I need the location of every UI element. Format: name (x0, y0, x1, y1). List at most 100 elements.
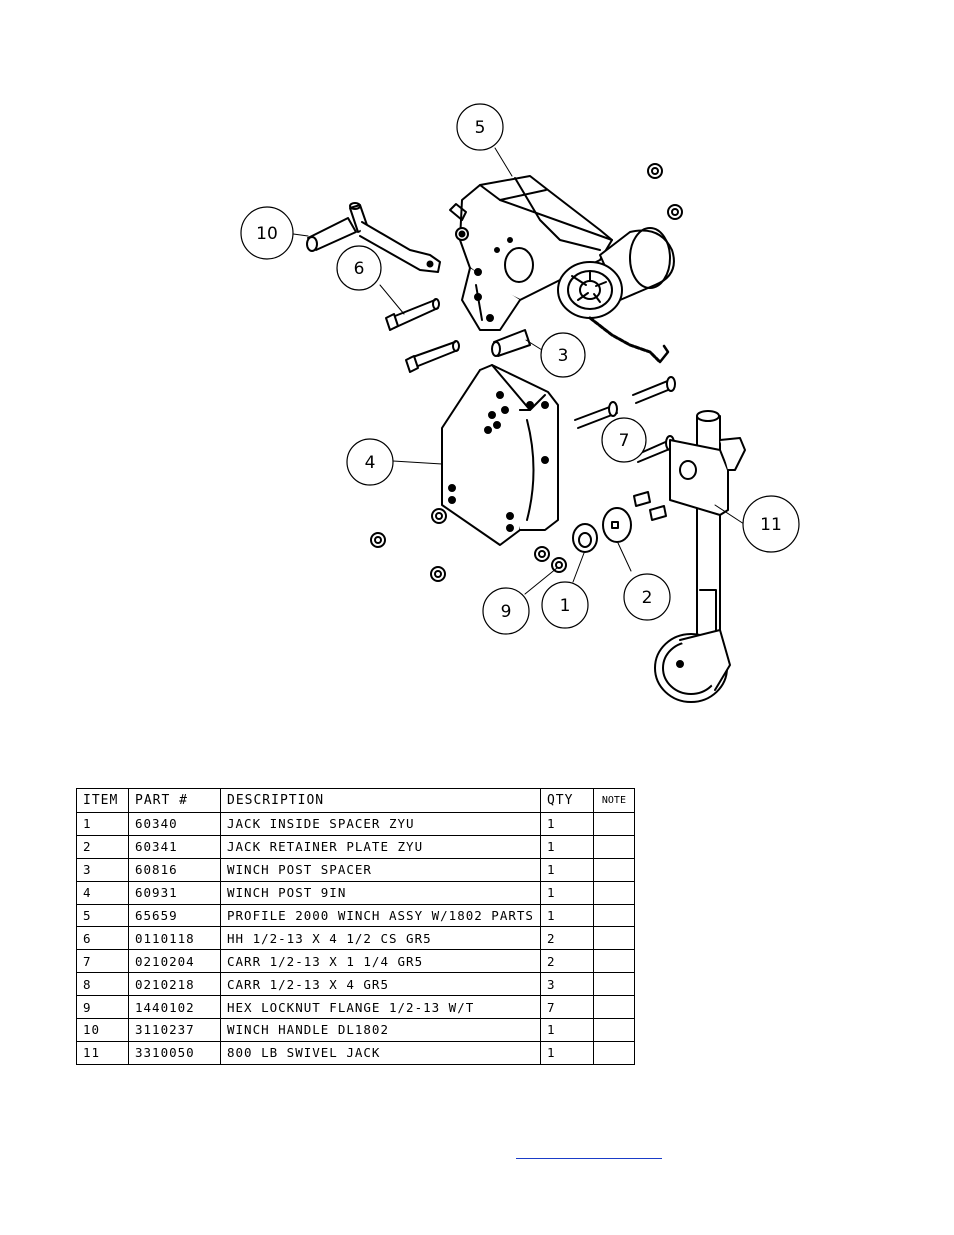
cell-item: 7 (76, 949, 129, 974)
callout-bubble: 5 (456, 103, 504, 151)
cell-item: 9 (76, 995, 129, 1020)
table-row: 10 3110237 WINCH HANDLE DL1802 1 (76, 1018, 635, 1042)
table-row: 2 60341 JACK RETAINER PLATE ZYU 1 (76, 834, 635, 859)
header-note: NOTE (592, 788, 635, 813)
cell-part: 60816 (128, 857, 221, 882)
table-row: 4 60931 WINCH POST 9IN 1 (76, 880, 635, 905)
callout-5-label: 5 (475, 118, 486, 138)
winch-post-spacer-part (491, 329, 531, 357)
cell-qty: 2 (539, 926, 594, 951)
jack-retainer-plate-part (602, 507, 632, 543)
cell-part: 3310050 (128, 1040, 221, 1065)
cell-item: 10 (76, 1018, 129, 1042)
callout-4-label: 4 (365, 453, 376, 473)
callout-10-label: 10 (256, 224, 278, 244)
hyperlink-underline[interactable] (516, 1158, 662, 1159)
cell-description: WINCH HANDLE DL1802 (220, 1018, 541, 1042)
cell-item: 8 (76, 972, 129, 997)
callout-6-label: 6 (354, 259, 365, 279)
cell-part: 60340 (128, 812, 221, 836)
winch-assembly-part (449, 175, 675, 364)
cell-part: 0210218 (128, 972, 221, 997)
cell-part: 0210204 (128, 949, 221, 974)
cell-qty: 1 (539, 1018, 594, 1042)
cell-part: 60931 (128, 880, 221, 905)
header-part: PART # (128, 788, 221, 813)
table-row: 8 0210218 CARR 1/2-13 X 4 GR5 3 (76, 972, 635, 997)
callout-2-label: 2 (642, 588, 653, 608)
cell-item: 2 (76, 834, 129, 859)
cell-description: WINCH POST SPACER (220, 857, 541, 882)
callout-bubble: 3 (540, 332, 586, 378)
cell-note (592, 972, 635, 997)
callout-11-label: 11 (760, 515, 782, 535)
cell-description: JACK INSIDE SPACER ZYU (220, 812, 541, 836)
cell-qty: 1 (539, 1040, 594, 1065)
cell-description: WINCH POST 9IN (220, 880, 541, 905)
cell-description: PROFILE 2000 WINCH ASSY W/1802 PARTS (220, 903, 541, 928)
carriage-bolt-part (574, 376, 676, 521)
callout-7-label: 7 (619, 431, 630, 451)
cell-note (592, 1040, 635, 1065)
cell-item: 3 (76, 857, 129, 882)
cell-description: JACK RETAINER PLATE ZYU (220, 834, 541, 859)
cell-part: 65659 (128, 903, 221, 928)
cell-description: HH 1/2-13 X 4 1/2 CS GR5 (220, 926, 541, 951)
cell-qty: 1 (539, 880, 594, 905)
header-description: DESCRIPTION (220, 788, 541, 813)
winch-post-part (441, 364, 559, 546)
callout-bubble: 11 (742, 495, 800, 553)
cell-part: 3110237 (128, 1018, 221, 1042)
table-row: 9 1440102 HEX LOCKNUT FLANGE 1/2-13 W/T … (76, 995, 635, 1020)
cell-part: 1440102 (128, 995, 221, 1020)
callout-bubble: 7 (601, 417, 647, 463)
cell-item: 6 (76, 926, 129, 951)
cell-description: CARR 1/2-13 X 1 1/4 GR5 (220, 949, 541, 974)
cell-qty: 3 (539, 972, 594, 997)
cell-note (592, 812, 635, 836)
locknut-part (647, 163, 683, 220)
cell-item: 4 (76, 880, 129, 905)
cell-note (592, 903, 635, 928)
cell-qty: 1 (539, 857, 594, 882)
cell-description: 800 LB SWIVEL JACK (220, 1040, 541, 1065)
callout-bubble: 6 (336, 245, 382, 291)
cell-part: 0110118 (128, 926, 221, 951)
cell-qty: 7 (539, 995, 594, 1020)
table-row: 5 65659 PROFILE 2000 WINCH ASSY W/1802 P… (76, 903, 635, 928)
bill-of-materials-table: ITEM PART # DESCRIPTION QTY NOTE 1 60340… (76, 788, 635, 1065)
winch-handle-part (306, 202, 441, 273)
locknut-part (370, 508, 567, 582)
cell-item: 5 (76, 903, 129, 928)
cell-note (592, 857, 635, 882)
cell-qty: 2 (539, 949, 594, 974)
table-row: 11 3310050 800 LB SWIVEL JACK 1 (76, 1040, 635, 1065)
cell-part: 60341 (128, 834, 221, 859)
cell-qty: 1 (539, 812, 594, 836)
callout-3-label: 3 (558, 346, 569, 366)
table-header-row: ITEM PART # DESCRIPTION QTY NOTE (76, 788, 635, 813)
swivel-jack-part (654, 410, 746, 703)
header-item: ITEM (76, 788, 129, 813)
jack-spacer-part (572, 523, 598, 553)
table-row: 7 0210204 CARR 1/2-13 X 1 1/4 GR5 2 (76, 949, 635, 974)
cell-note (592, 834, 635, 859)
table-row: 3 60816 WINCH POST SPACER 1 (76, 857, 635, 882)
callout-bubble: 2 (623, 573, 671, 621)
callout-bubble: 1 (541, 581, 589, 629)
cell-description: HEX LOCKNUT FLANGE 1/2-13 W/T (220, 995, 541, 1020)
cell-note (592, 880, 635, 905)
cell-note (592, 995, 635, 1020)
hex-bolt-part (385, 298, 460, 373)
cell-note (592, 1018, 635, 1042)
cell-item: 11 (76, 1040, 129, 1065)
cell-note (592, 949, 635, 974)
table-row: 6 0110118 HH 1/2-13 X 4 1/2 CS GR5 2 (76, 926, 635, 951)
header-qty: QTY (539, 788, 594, 813)
cell-note (592, 926, 635, 951)
callout-bubble: 4 (346, 438, 394, 486)
callout-9-label: 9 (501, 602, 512, 622)
cell-item: 1 (76, 812, 129, 836)
table-row: 1 60340 JACK INSIDE SPACER ZYU 1 (76, 812, 635, 836)
callout-bubble: 10 (240, 206, 294, 260)
